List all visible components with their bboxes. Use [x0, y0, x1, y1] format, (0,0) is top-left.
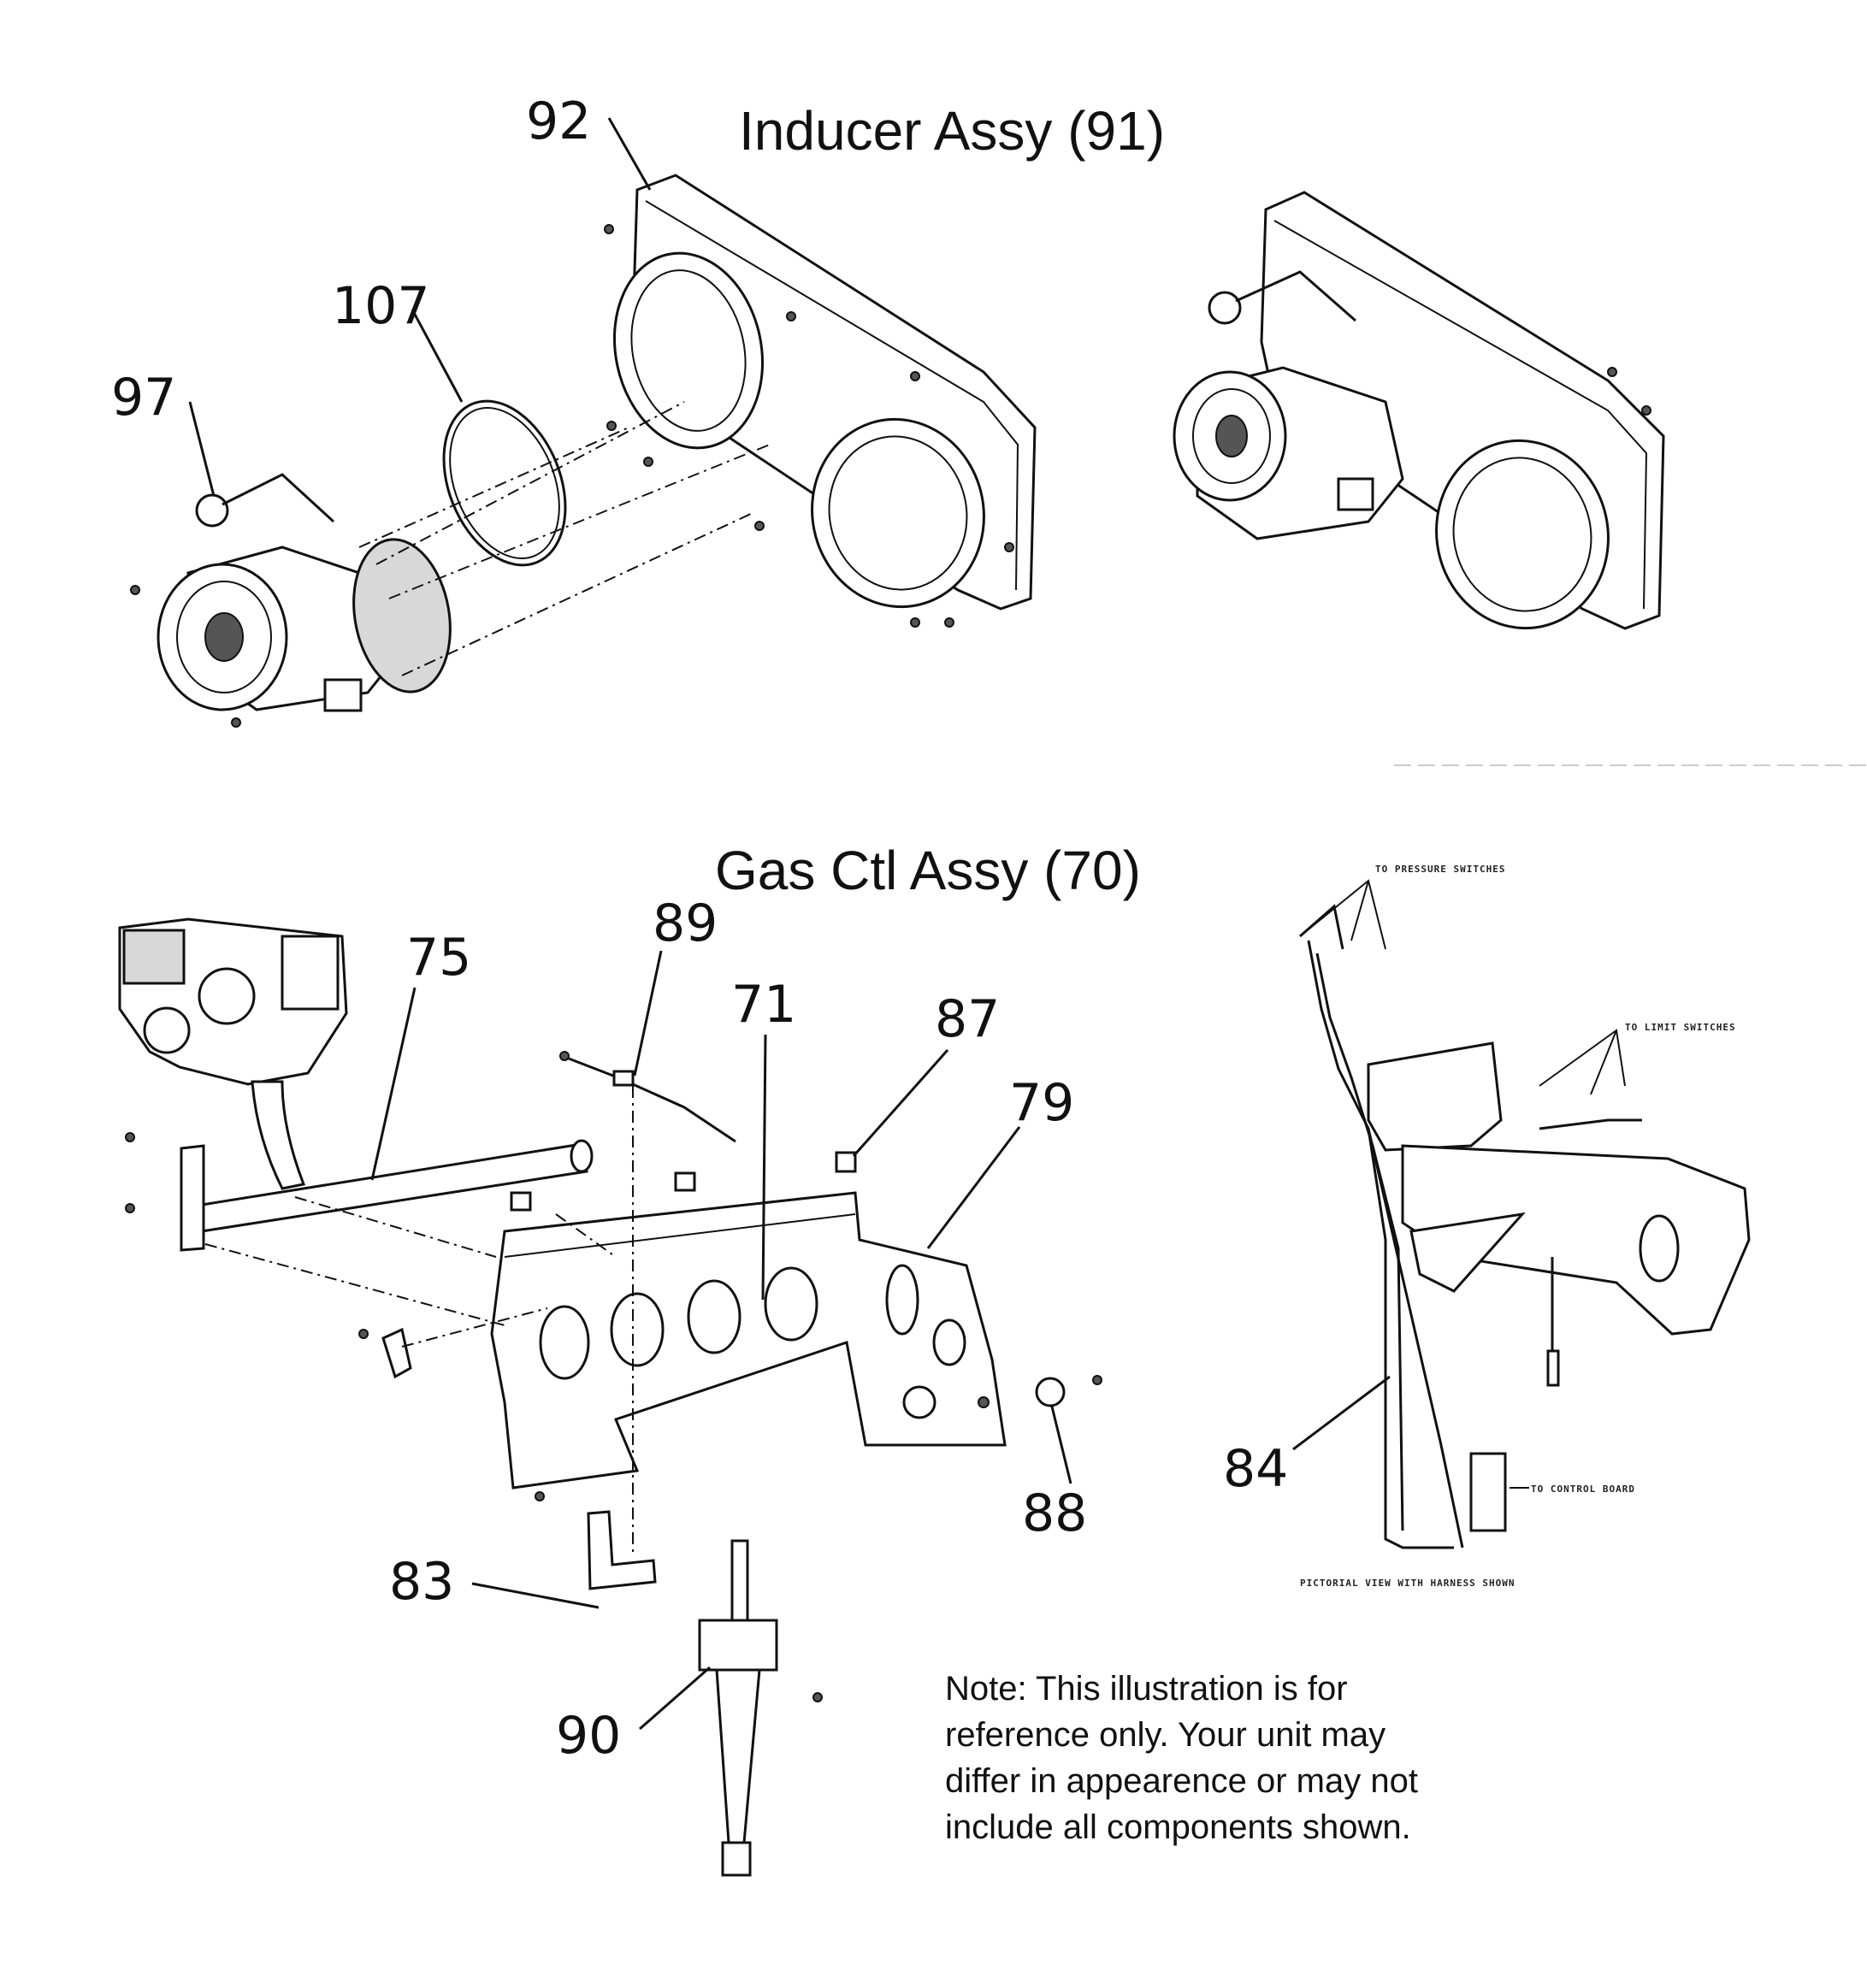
- small-parts: [358, 1051, 1102, 1407]
- callout-84: 84: [1223, 1439, 1288, 1499]
- callout-75: 75: [406, 928, 471, 988]
- harness-view: [1299, 879, 1751, 1549]
- flame-sensor: [535, 1491, 657, 1590]
- inducer-assembled-view: [1173, 191, 1665, 630]
- callout-88: 88: [1022, 1484, 1087, 1543]
- gas-control-dash-lines: [204, 1086, 634, 1556]
- reference-note: Note: This illustration is for reference…: [945, 1666, 1544, 1850]
- inducer-screws: [130, 224, 954, 728]
- inducer-gasket: [442, 399, 567, 567]
- harness-caption: PICTORIAL VIEW WITH HARNESS SHOWN: [1300, 1578, 1515, 1589]
- manifold-pipe: [125, 1132, 594, 1252]
- leader-97: [188, 401, 216, 497]
- leader-90: [639, 1666, 711, 1731]
- leader-79: [926, 1126, 1021, 1249]
- igniter: [698, 1539, 823, 1877]
- callout-90: 90: [556, 1706, 621, 1766]
- harness-pressure-switches-label: TO PRESSURE SWITCHES: [1375, 864, 1505, 875]
- burner-assembly: [490, 1191, 1007, 1490]
- callout-89: 89: [653, 894, 718, 953]
- note-line-2: reference only. Your unit may: [945, 1716, 1386, 1754]
- harness-control-board-label: TO CONTROL BOARD: [1531, 1484, 1635, 1495]
- callout-79: 79: [1009, 1073, 1074, 1133]
- callout-87: 87: [935, 989, 1000, 1049]
- inducer-assembly-title: Inducer Assy (91): [739, 100, 1165, 162]
- leader-92: [607, 117, 652, 191]
- gas-valve: [118, 917, 348, 1190]
- note-line-3: differ in appearence or may not: [945, 1762, 1418, 1800]
- leader-71: [761, 1034, 767, 1301]
- note-line-4: include all components shown.: [945, 1808, 1411, 1846]
- callout-71: 71: [731, 975, 796, 1035]
- inducer-dash-lines: [358, 401, 771, 676]
- leader-88: [1050, 1406, 1072, 1484]
- inducer-housing-plate: [612, 174, 1037, 611]
- inducer-motor-blower: [157, 473, 452, 712]
- callout-83: 83: [389, 1552, 454, 1612]
- note-line-1: Note: This illustration is for: [945, 1670, 1348, 1708]
- gas-control-assembly-title: Gas Ctl Assy (70): [715, 840, 1141, 901]
- leader-107: [411, 309, 464, 403]
- leader-84: [1292, 1375, 1391, 1451]
- leader-83: [471, 1582, 600, 1609]
- callout-97: 97: [111, 368, 176, 428]
- callout-107: 107: [332, 276, 430, 336]
- leader-87: [852, 1049, 949, 1157]
- harness-limit-switches-label: TO LIMIT SWITCHES: [1625, 1022, 1736, 1033]
- leader-89: [633, 950, 663, 1077]
- leader-75: [370, 987, 417, 1181]
- callout-92: 92: [526, 91, 591, 151]
